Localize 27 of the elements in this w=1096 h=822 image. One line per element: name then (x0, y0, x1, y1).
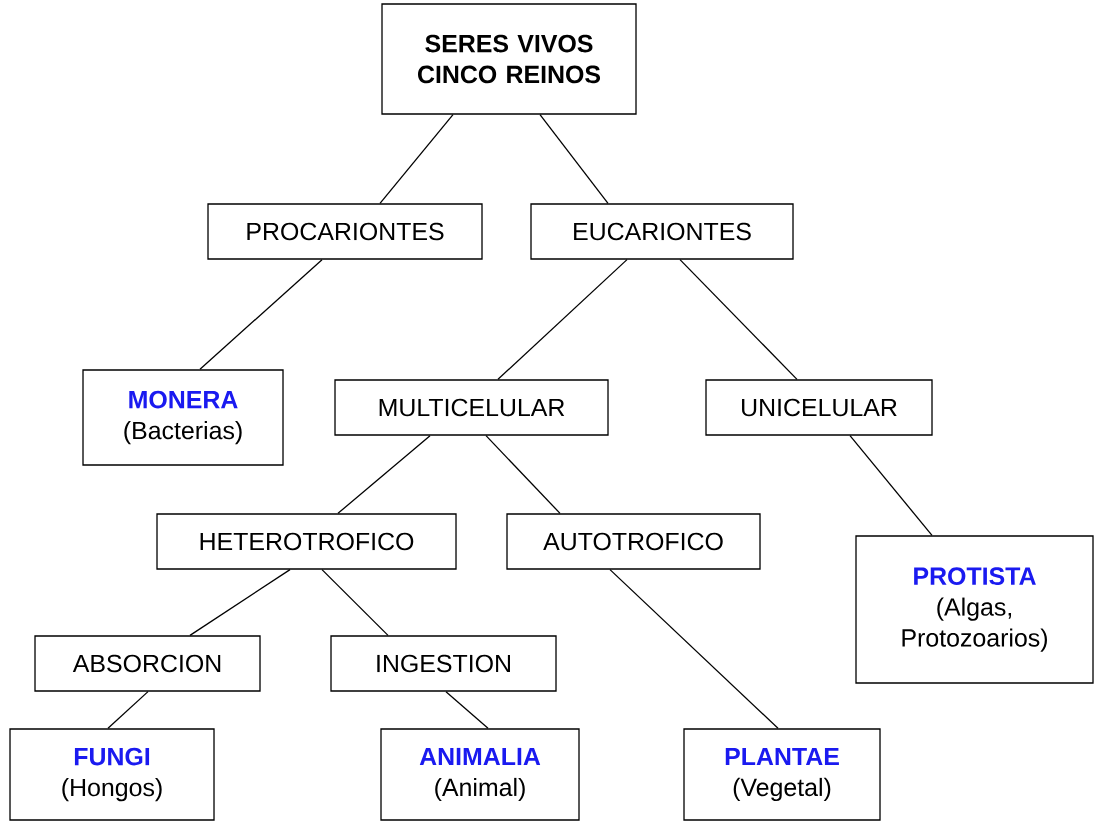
connector-line (485, 435, 561, 514)
kingdom-box: ANIMALIA (Animal) (380, 728, 580, 821)
kingdom-box: FUNGI (Hongos) (9, 728, 215, 821)
connector-line (849, 435, 933, 536)
category-box: ABSORCION (34, 635, 261, 692)
connector-line (189, 569, 291, 636)
category-box: HETEROTROFICO (156, 513, 457, 570)
kingdom-box: PROTISTA (Algas, Protozoarios) (855, 535, 1094, 684)
category-box: MULTICELULAR (334, 379, 609, 436)
category-box: AUTOTROFICO (506, 513, 761, 570)
connector-line (107, 691, 149, 729)
category-box: EUCARIONTES (530, 203, 794, 260)
connector-line (199, 259, 323, 370)
category-box: PROCARIONTES (207, 203, 483, 260)
connector-line (379, 114, 454, 204)
connector-line (609, 569, 779, 729)
category-box: INGESTION (330, 635, 557, 692)
connector-line (539, 114, 609, 204)
root-box: SERES VIVOS CINCO REINOS (381, 3, 637, 115)
connector-line (337, 435, 431, 514)
connector-line (321, 569, 389, 636)
connector-line (497, 259, 628, 380)
kingdom-box: MONERA (Bacterias) (82, 369, 284, 466)
connector-line (679, 259, 798, 380)
kingdom-box: PLANTAE (Vegetal) (683, 728, 881, 821)
connector-line (445, 691, 489, 729)
category-box: UNICELULAR (705, 379, 933, 436)
